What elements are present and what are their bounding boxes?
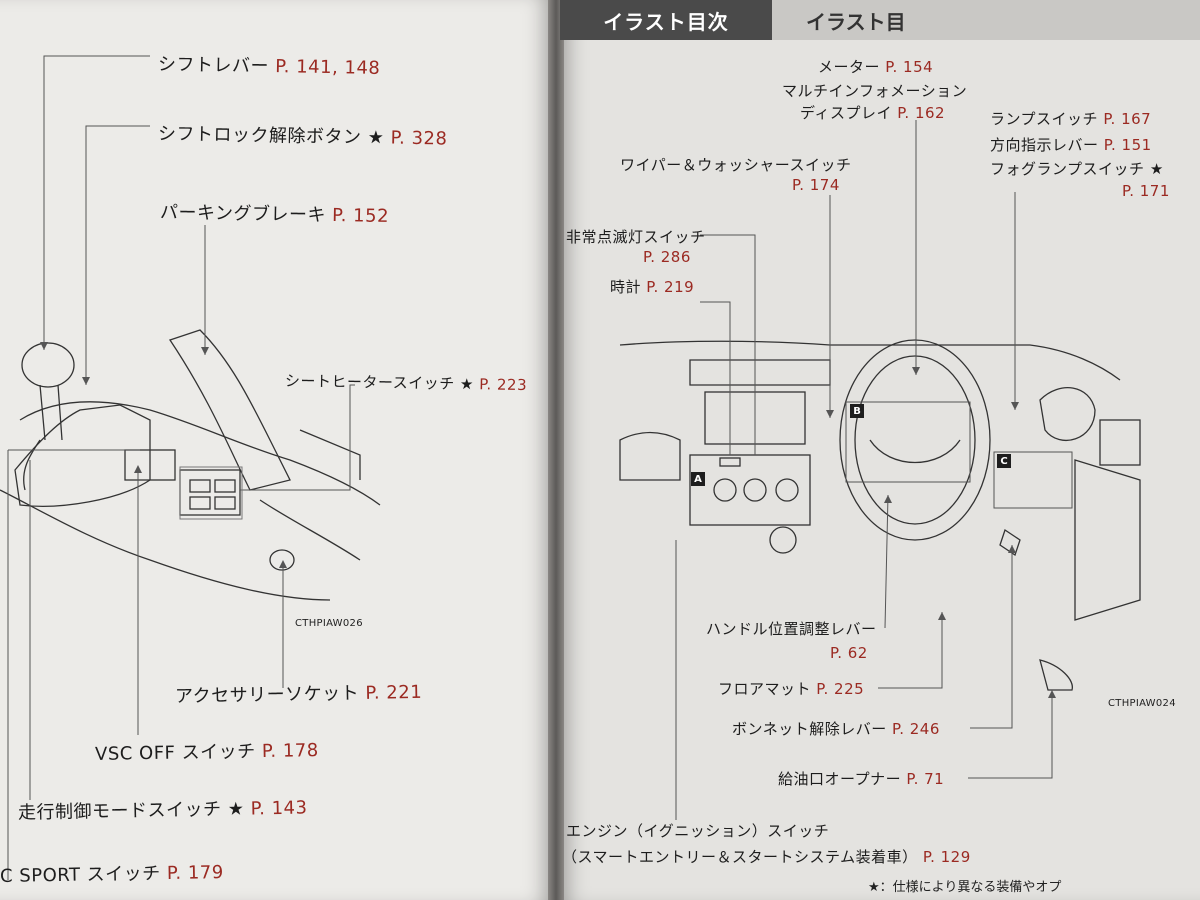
- figure-code-left: CTHPIAW026: [295, 618, 363, 629]
- right-page: [560, 0, 1200, 900]
- label-hazard-page: P. 286: [643, 248, 691, 266]
- label-turn-signal: 方向指示レバー P. 151: [990, 136, 1152, 154]
- label-wiper: ワイパー＆ウォッシャースイッチ: [620, 156, 852, 174]
- label-tilt-lever-page: P. 62: [830, 644, 868, 662]
- label-fuel-opener: 給油口オープナー P. 71: [778, 770, 945, 788]
- label-floor-mat: フロアマット P. 225: [718, 680, 865, 698]
- section-tab-next[interactable]: イラスト目: [806, 9, 906, 34]
- label-meter: メーター P. 154: [818, 58, 934, 76]
- label-multi-info-2: ディスプレイ P. 162: [800, 104, 946, 122]
- label-engine-switch-1: エンジン（イグニッション）スイッチ: [566, 822, 830, 840]
- footnote: ★：仕様により異なる装備やオプ: [868, 880, 1062, 895]
- console-illustration: [0, 55, 381, 880]
- section-tab-active[interactable]: イラスト目次: [560, 0, 772, 40]
- label-wiper-page: P. 174: [792, 176, 840, 194]
- label-fog-lamp: フォグランプスイッチ ★: [990, 160, 1164, 178]
- label-engine-switch-2: （スマートエントリー＆スタートシステム装着車） P. 129: [562, 848, 971, 866]
- book-gutter: [548, 0, 564, 900]
- label-tilt-lever: ハンドル位置調整レバー: [706, 620, 877, 638]
- label-clock: 時計 P. 219: [610, 278, 695, 296]
- marker-b: B: [850, 404, 864, 418]
- label-multi-info-1: マルチインフォメーション: [782, 82, 968, 100]
- marker-c: C: [997, 454, 1011, 468]
- label-hazard: 非常点滅灯スイッチ: [566, 228, 706, 246]
- figure-code-right: CTHPIAW024: [1108, 698, 1176, 709]
- label-lamp-switch: ランプスイッチ P. 167: [990, 110, 1152, 128]
- label-fog-lamp-page: P. 171: [1122, 182, 1170, 200]
- label-hood-release: ボンネット解除レバー P. 246: [732, 720, 940, 738]
- marker-a: A: [691, 472, 705, 486]
